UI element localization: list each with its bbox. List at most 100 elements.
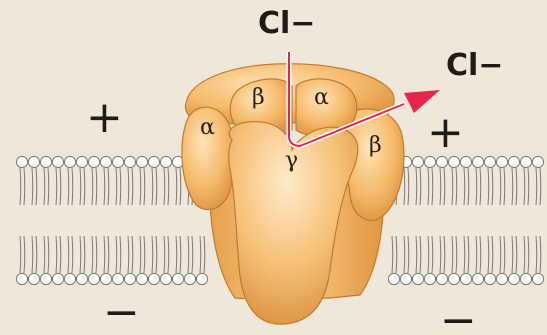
lipid-tail: [80, 236, 81, 273]
lipid-tail: [56, 168, 57, 205]
lipid-head: [412, 156, 423, 167]
lipid-head: [496, 156, 507, 167]
lipid-head: [388, 273, 399, 284]
lipid-tail: [428, 236, 429, 273]
lipid-tail: [92, 168, 93, 205]
lipid-head: [64, 156, 75, 167]
lipid-tail: [68, 236, 69, 273]
lipid-tail: [20, 236, 21, 273]
lipid-tail: [96, 168, 97, 205]
lipid-head: [460, 156, 471, 167]
lipid-head: [172, 273, 183, 284]
lipid-tail: [44, 168, 45, 205]
label-ion-top: Cl−: [258, 6, 315, 41]
lipid-head: [100, 156, 111, 167]
lipid-tail: [36, 168, 37, 205]
lipid-tail: [180, 236, 181, 273]
lipid-head: [88, 273, 99, 284]
sign-minus-right: −: [440, 295, 477, 335]
lipid-head: [124, 156, 135, 167]
lipid-tail: [440, 168, 441, 205]
lipid-tail: [492, 168, 493, 205]
lipid-tail: [48, 236, 49, 273]
lipid-head: [136, 156, 147, 167]
lipid-tail: [80, 168, 81, 205]
lipid-tail: [156, 168, 157, 205]
lipid-head: [472, 273, 483, 284]
lipid-tail: [512, 168, 513, 205]
lipid-tail: [404, 236, 405, 273]
lipid-tail: [500, 236, 501, 273]
lipid-head: [136, 273, 147, 284]
lipid-tail: [152, 236, 153, 273]
lipid-head: [472, 156, 483, 167]
lipid-tail: [164, 168, 165, 205]
lipid-tail: [528, 168, 529, 205]
lipid-tail: [104, 168, 105, 205]
lipid-tail: [488, 236, 489, 273]
lipid-tail: [176, 168, 177, 205]
lipid-tail: [524, 236, 525, 273]
lipid-tail: [60, 236, 61, 273]
lipid-tail: [24, 236, 25, 273]
lipid-head: [76, 273, 87, 284]
sign-plus-right: +: [427, 107, 464, 158]
lipid-tail: [480, 168, 481, 205]
label-alpha-left: α: [200, 115, 215, 140]
lipid-tail: [476, 168, 477, 205]
lipid-head: [184, 273, 195, 284]
label-ion-right: Cl−: [446, 48, 503, 83]
lipid-tail: [432, 168, 433, 205]
lipid-head: [532, 156, 543, 167]
lipid-tail: [516, 236, 517, 273]
lipid-tail: [444, 168, 445, 205]
lipid-tail: [140, 168, 141, 205]
lipid-tail: [152, 168, 153, 205]
lipid-head: [40, 273, 51, 284]
lipid-tail: [396, 236, 397, 273]
lipid-tail: [132, 236, 133, 273]
chloride-channel-protein: [182, 64, 404, 324]
lipid-tail: [516, 168, 517, 205]
lipid-tail: [504, 168, 505, 205]
lipid-tail: [500, 168, 501, 205]
lipid-head: [124, 273, 135, 284]
lipid-head: [508, 156, 519, 167]
lipid-tail: [204, 236, 205, 273]
lipid-tail: [24, 168, 25, 205]
lipid-tail: [48, 168, 49, 205]
lipid-tail: [132, 168, 133, 205]
lipid-head: [508, 273, 519, 284]
lipid-tail: [120, 236, 121, 273]
lipid-head: [496, 273, 507, 284]
label-gamma: γ: [285, 148, 298, 173]
lipid-head: [160, 273, 171, 284]
sign-plus-left: +: [86, 92, 123, 143]
lipid-head: [112, 273, 123, 284]
lipid-tail: [108, 168, 109, 205]
lipid-tail: [72, 236, 73, 273]
lipid-head: [400, 273, 411, 284]
lipid-tail: [164, 236, 165, 273]
lipid-tail: [504, 236, 505, 273]
lipid-head: [532, 273, 543, 284]
lipid-tail: [32, 236, 33, 273]
lipid-tail: [168, 168, 169, 205]
lipid-head: [520, 273, 531, 284]
lipid-head: [112, 156, 123, 167]
lipid-tail: [524, 168, 525, 205]
lipid-tail: [468, 168, 469, 205]
lipid-head: [28, 273, 39, 284]
lipid-tail: [404, 168, 405, 205]
lipid-head: [64, 273, 75, 284]
lipid-head: [520, 156, 531, 167]
lipid-head: [28, 156, 39, 167]
lipid-tail: [432, 236, 433, 273]
lipid-head: [448, 156, 459, 167]
lipid-head: [16, 273, 27, 284]
lipid-head: [148, 273, 159, 284]
lipid-tail: [56, 236, 57, 273]
lipid-tail: [32, 168, 33, 205]
